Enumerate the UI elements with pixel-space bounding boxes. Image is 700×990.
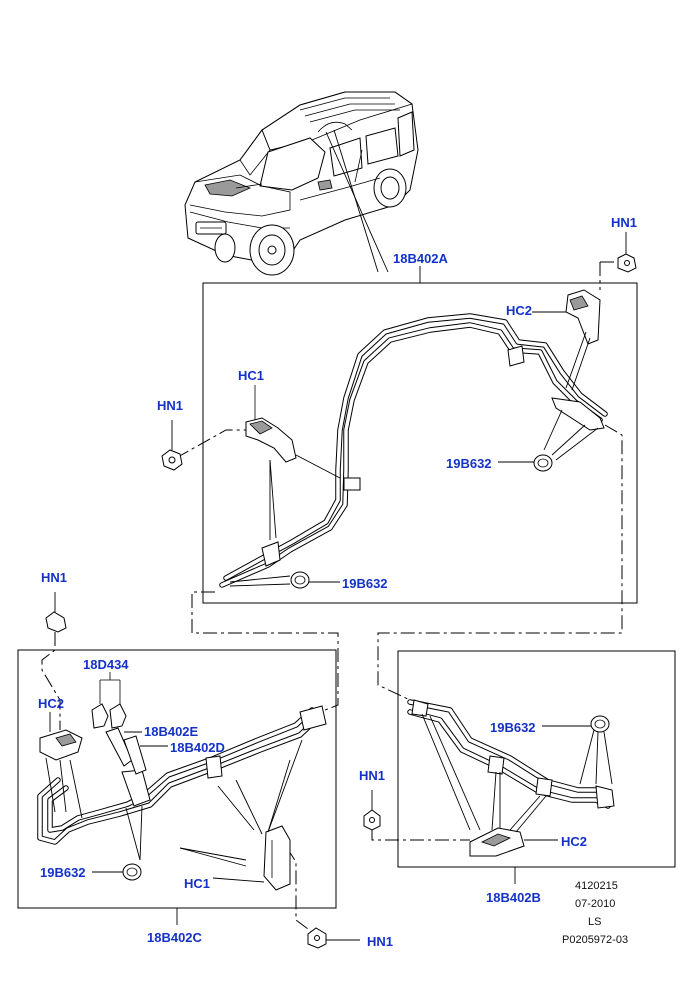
callout-18b402c: 18B402C xyxy=(147,930,202,945)
meta-model: LS xyxy=(588,916,602,928)
callout-19b632-right: 19B632 xyxy=(490,720,536,735)
callout-18b402b: 18B402B xyxy=(486,890,541,905)
meta-date: 07-2010 xyxy=(575,898,616,910)
meta-ref: 4120215 xyxy=(575,880,618,892)
clamp-19b632-top-left xyxy=(290,571,340,589)
meta-illustration-id: P0205972-03 xyxy=(562,934,629,946)
vehicle-illustration xyxy=(184,91,419,276)
nut-hn1-bottom xyxy=(307,927,360,949)
callout-19b632-top-right: 19B632 xyxy=(446,456,492,471)
connection-lines xyxy=(41,261,623,933)
leader-lines-right xyxy=(421,713,613,833)
bracket-hc1-top xyxy=(245,385,297,463)
callout-19b632-left: 19B632 xyxy=(40,865,86,880)
bracket-hc2-top xyxy=(565,289,601,345)
leader-lines-left xyxy=(45,739,303,883)
nut-hn1-left xyxy=(45,592,67,633)
bracket-hc1-bottom xyxy=(263,825,291,891)
callout-hc1-bottom: HC1 xyxy=(184,876,211,891)
callout-19b632-top-left: 19B632 xyxy=(342,576,388,591)
callout-hc2-right: HC2 xyxy=(561,834,588,849)
clamp-19b632-left xyxy=(92,863,142,881)
pipe-assembly-18b402c xyxy=(37,705,327,845)
callout-18b402a: 18B402A xyxy=(393,251,448,266)
callout-hc2-top: HC2 xyxy=(506,303,533,318)
leader-lines-top xyxy=(229,311,599,587)
nut-hn1-top-right xyxy=(617,232,637,273)
callout-18b402d: 18B402D xyxy=(170,740,225,755)
callout-hn1-bottom: HN1 xyxy=(367,934,394,949)
callout-hn1-mid-left: HN1 xyxy=(157,398,184,413)
clamp-19b632-right xyxy=(542,715,610,733)
callout-18d434: 18D434 xyxy=(83,657,129,672)
hose-18b402d xyxy=(123,735,168,775)
clamp-19b632-top-right xyxy=(498,454,553,472)
connector-18d434 xyxy=(91,672,127,729)
bracket-hc2-right xyxy=(469,827,558,857)
nut-hn1-mid xyxy=(363,790,381,831)
bracket-hc2-left xyxy=(39,712,83,761)
callout-18b402e: 18B402E xyxy=(144,724,199,739)
callout-hn1-top-right: HN1 xyxy=(611,215,638,230)
pipe-assembly-18b402a xyxy=(219,313,608,588)
callout-hc2-left: HC2 xyxy=(38,696,65,711)
callout-hn1-left: HN1 xyxy=(41,570,68,585)
callout-hc1-top: HC1 xyxy=(238,368,265,383)
nut-hn1-mid-left xyxy=(161,420,183,471)
pipe-assembly-18b402b xyxy=(407,699,615,809)
callout-hn1-mid: HN1 xyxy=(359,768,386,783)
assembly-frame-18b402b xyxy=(397,650,676,868)
